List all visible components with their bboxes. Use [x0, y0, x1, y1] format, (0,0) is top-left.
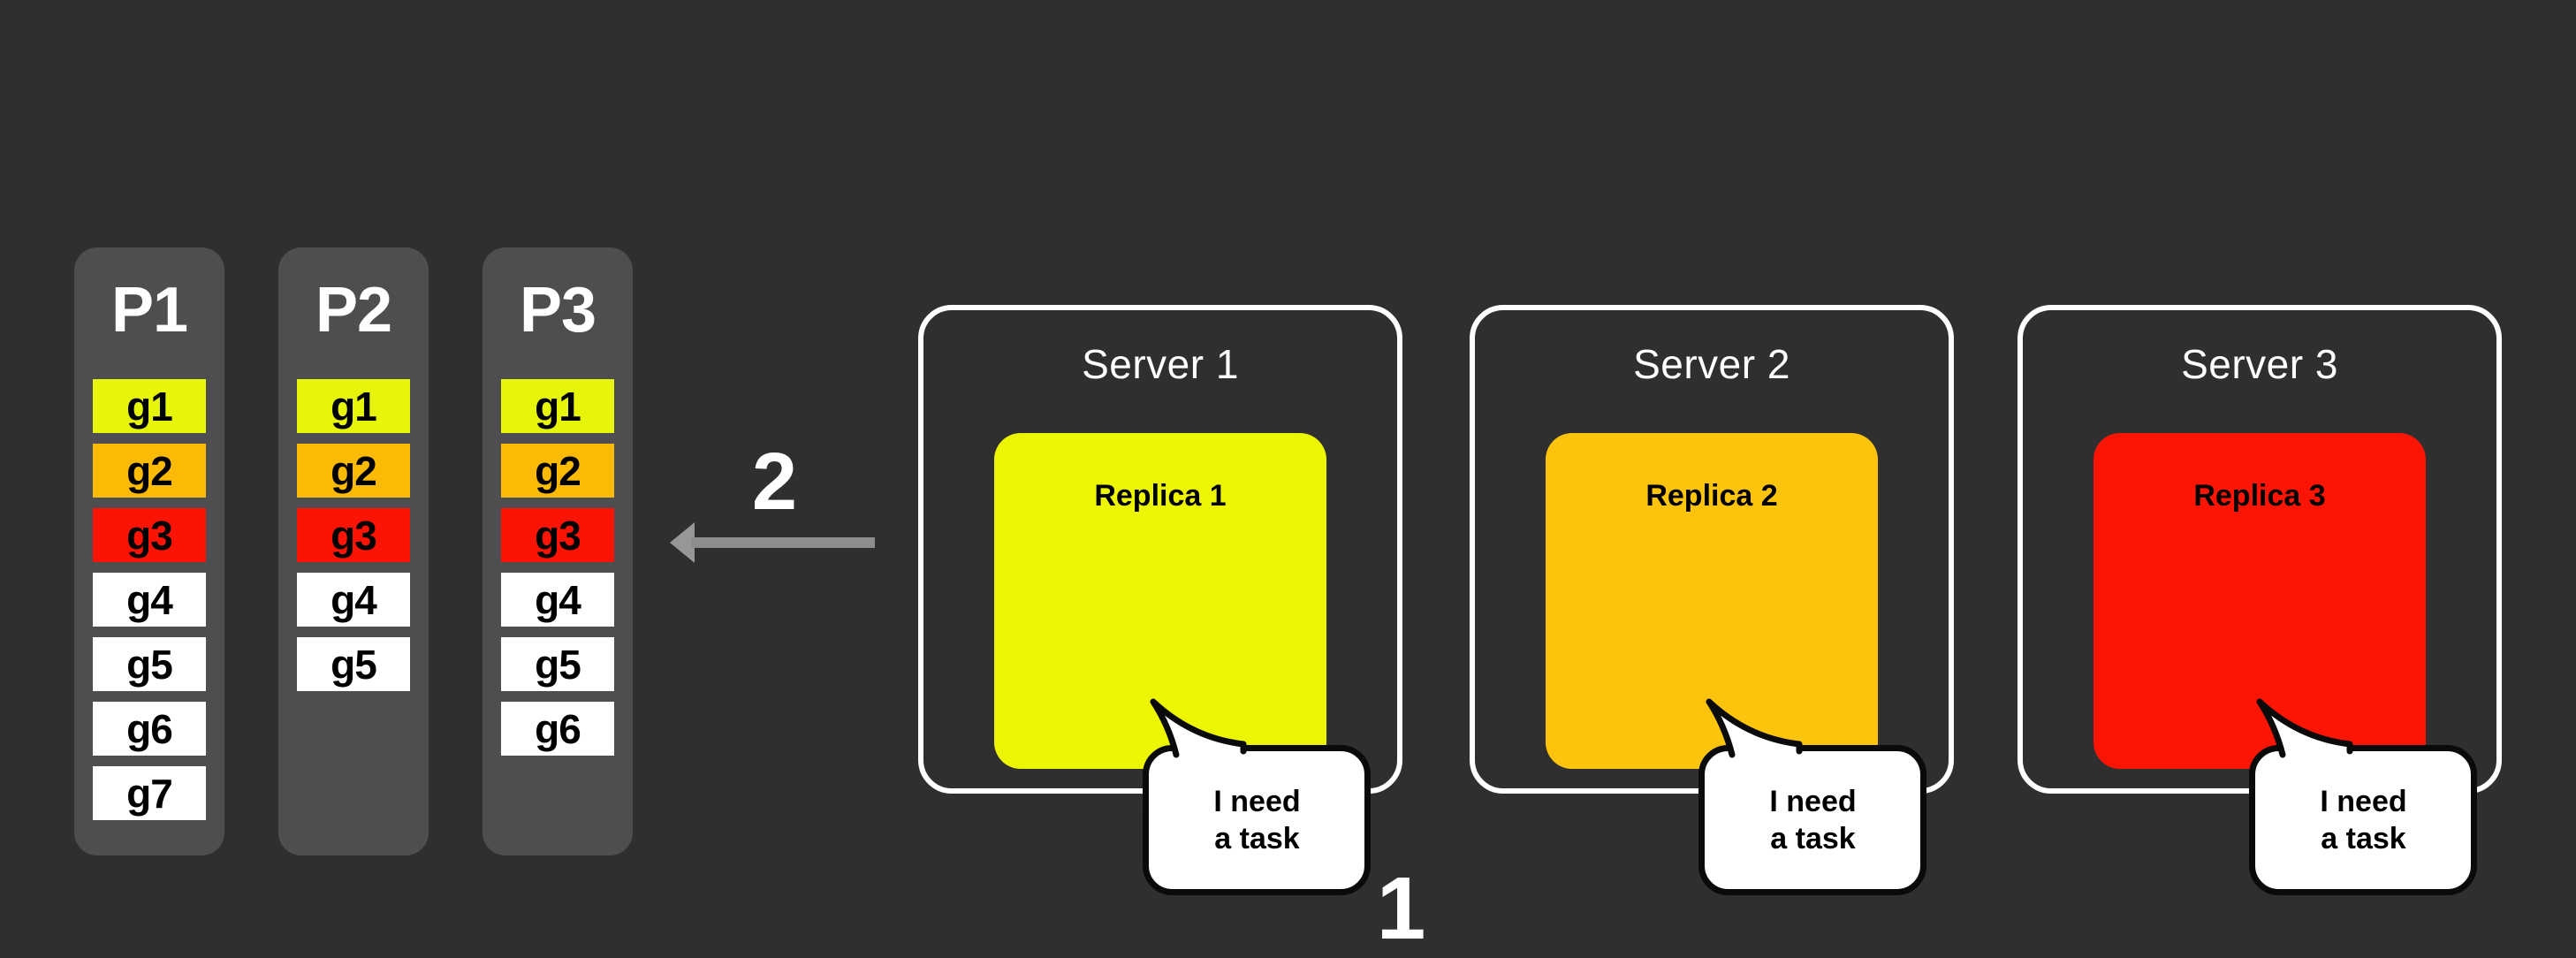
partition-title: P2 [315, 275, 392, 346]
replica-label: Replica 2 [1645, 479, 1778, 513]
speech-bubble-replica-2: I need a task [1695, 698, 1930, 901]
replica-label: Replica 1 [1094, 479, 1227, 513]
task-cell-g5: g5 [297, 637, 410, 691]
task-cell-g4: g4 [297, 573, 410, 627]
task-cell-g2: g2 [501, 444, 614, 498]
task-cell-g3: g3 [297, 508, 410, 562]
step-1-label: 1 [1376, 859, 1426, 958]
bubble-line-2: a task [1214, 822, 1300, 855]
task-cell-g2: g2 [93, 444, 206, 498]
bubble-line-2: a task [2321, 822, 2406, 855]
task-cell-g2: g2 [297, 444, 410, 498]
speech-bubble-icon [1698, 698, 1926, 895]
task-cell-g6: g6 [501, 702, 614, 756]
server-title: Server 2 [1633, 341, 1790, 387]
task-cell-g5: g5 [501, 637, 614, 691]
task-cell-g6: g6 [93, 702, 206, 756]
task-cell-g3: g3 [501, 508, 614, 562]
partition-title: P3 [519, 275, 597, 346]
bubble-text: I need a task [2249, 745, 2478, 895]
task-cell-g1: g1 [501, 379, 614, 433]
task-cell-g4: g4 [501, 573, 614, 627]
bubble-text: I need a task [1143, 745, 1372, 895]
speech-bubble-icon [2249, 698, 2477, 895]
speech-bubble-replica-3: I need a task [2245, 698, 2481, 901]
bubble-text: I need a task [1698, 745, 1927, 895]
partition-title: P1 [110, 275, 188, 346]
server-title: Server 3 [2181, 341, 2338, 387]
task-cell-g1: g1 [93, 379, 206, 433]
bubble-line-1: I need [2320, 785, 2407, 818]
replica-3: Replica 3 [2093, 433, 2426, 769]
partition-cell-list: g1 g2 g3 g4 g5 [297, 379, 410, 702]
task-cell-g7: g7 [93, 766, 206, 820]
partition-cell-list: g1 g2 g3 g4 g5 g6 [501, 379, 614, 766]
task-cell-g5: g5 [93, 637, 206, 691]
task-cell-g4: g4 [93, 573, 206, 627]
speech-bubble-icon [1143, 698, 1371, 895]
bubble-line-1: I need [1213, 785, 1301, 818]
arrow-left-icon [670, 522, 875, 563]
partition-cell-list: g1 g2 g3 g4 g5 g6 g7 [93, 379, 206, 831]
bubble-line-1: I need [1769, 785, 1857, 818]
bubble-line-2: a task [1770, 822, 1856, 855]
partition-p1: P1 g1 g2 g3 g4 g5 g6 g7 [74, 247, 224, 855]
task-cell-g1: g1 [297, 379, 410, 433]
partition-p2: P2 g1 g2 g3 g4 g5 [278, 247, 429, 855]
replica-2: Replica 2 [1546, 433, 1878, 769]
replica-label: Replica 3 [2193, 479, 2326, 513]
step-2-label: 2 [751, 437, 797, 527]
task-cell-g3: g3 [93, 508, 206, 562]
server-title: Server 1 [1082, 341, 1239, 387]
server-3-box: Server 3 Replica 3 [2017, 305, 2502, 794]
speech-bubble-replica-1: I need a task [1139, 698, 1374, 901]
partition-p3: P3 g1 g2 g3 g4 g5 g6 [483, 247, 633, 855]
